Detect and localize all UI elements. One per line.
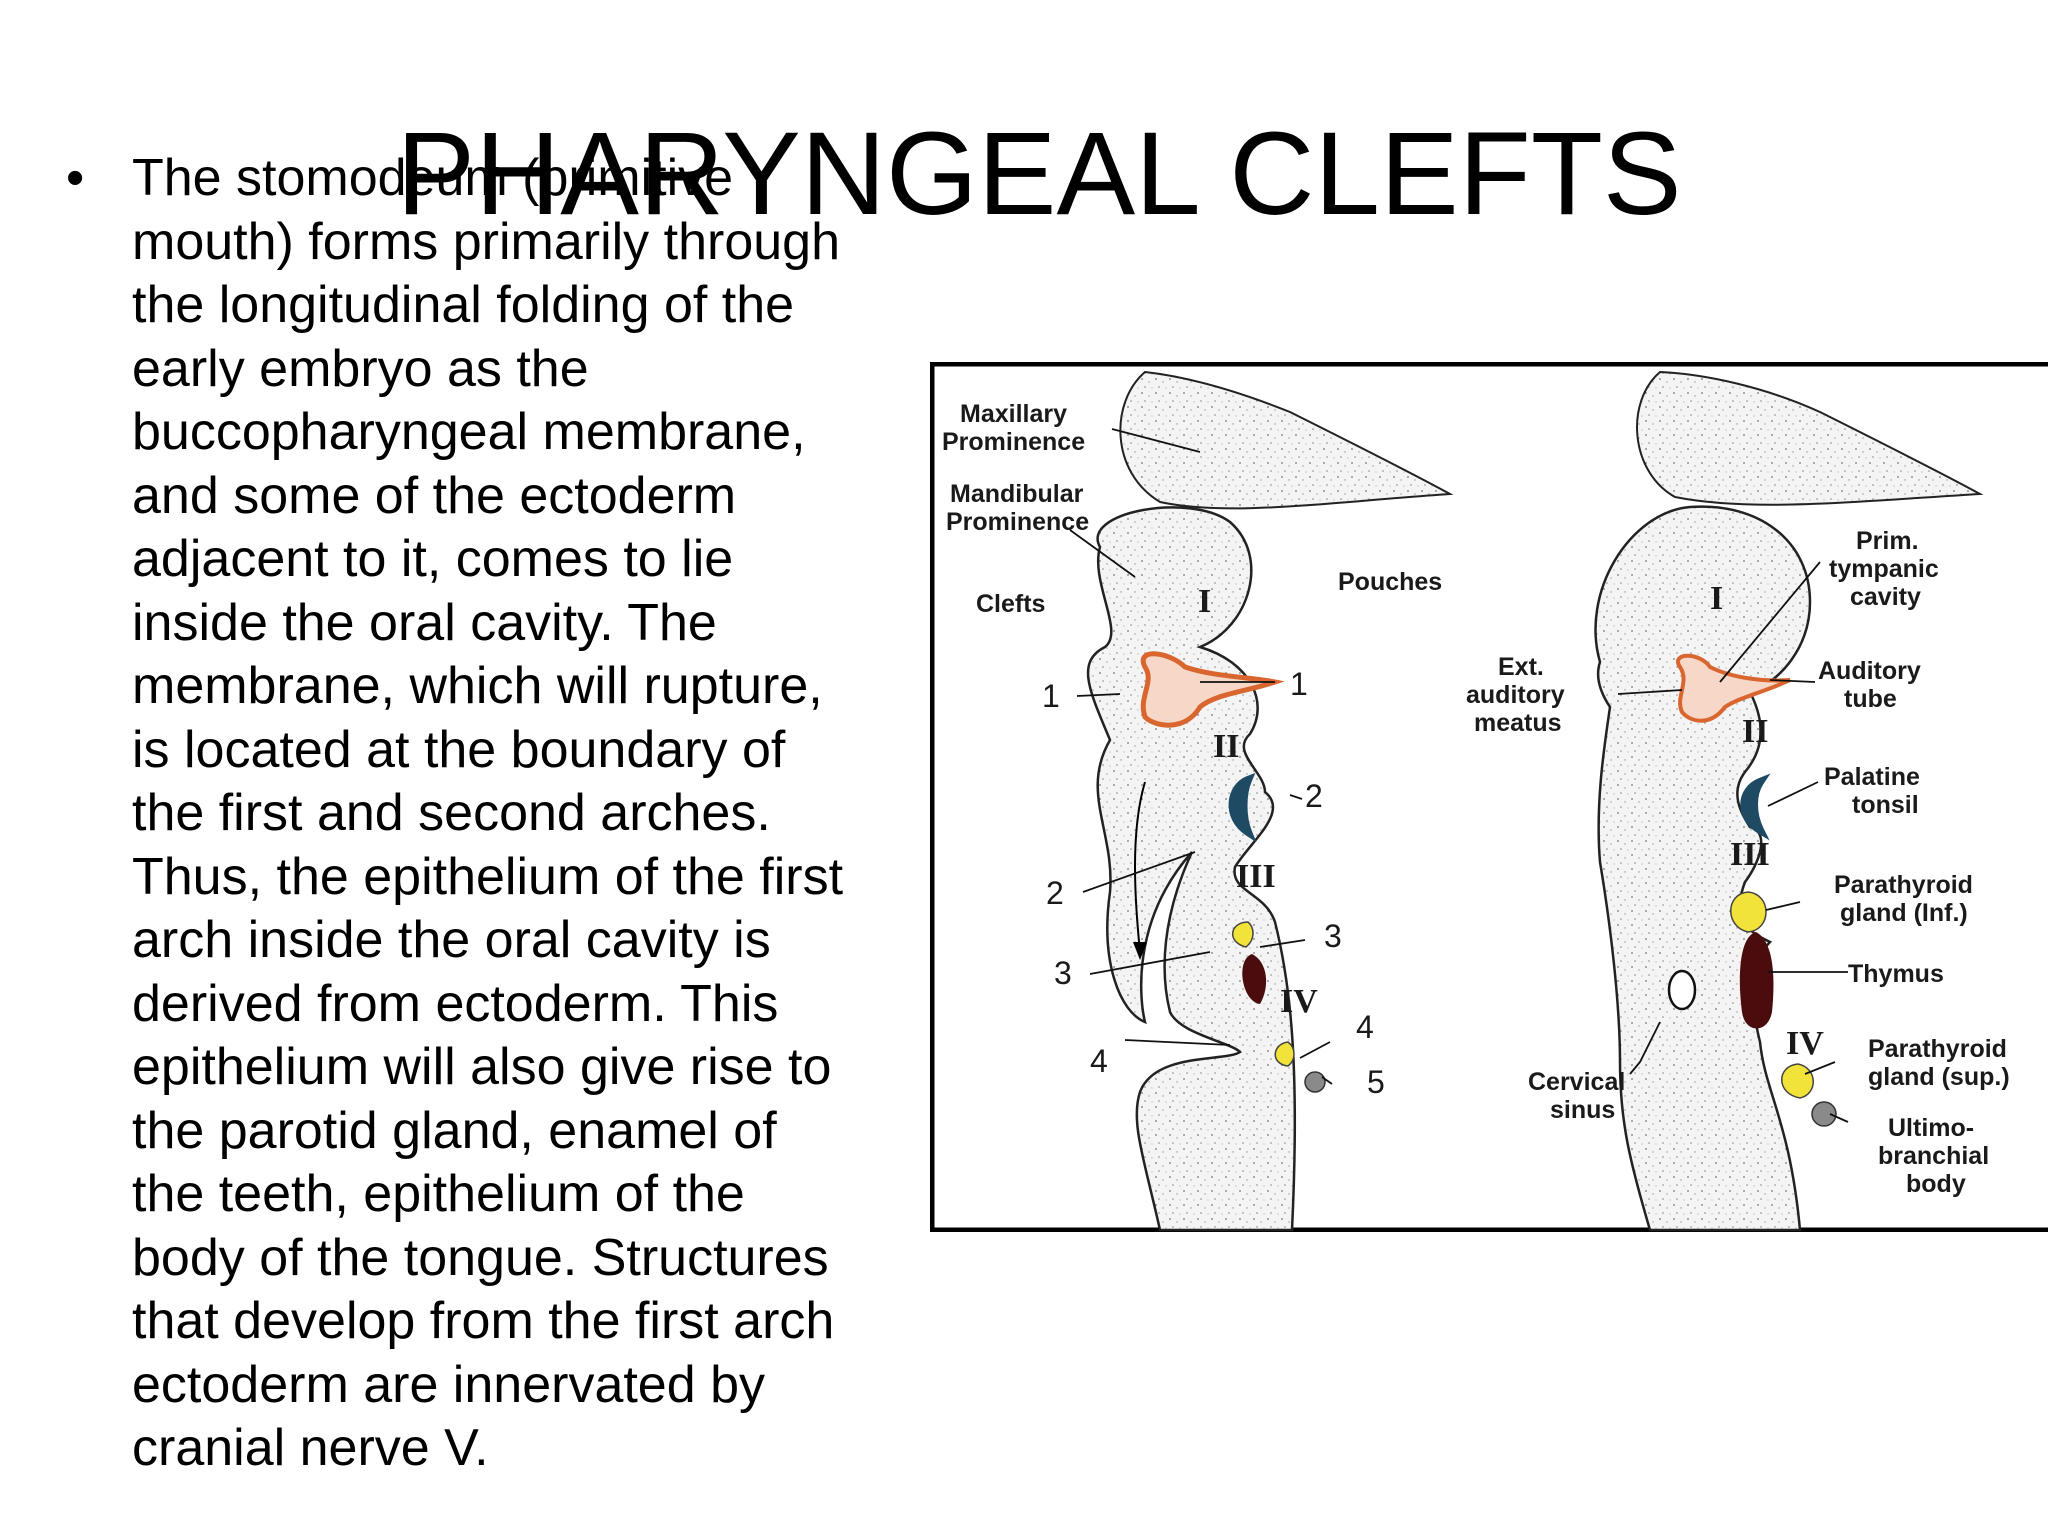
right-arch-III: III [1730,836,1770,873]
left-arch-I: I [1198,583,1211,620]
label-pouches: Pouches [1338,568,1442,596]
bullet-line: the longitudinal folding of the [132,276,795,334]
bullet-line: early embryo as the [132,339,589,398]
bullet-line: buccopharyngeal membrane, [132,403,806,461]
left-pouch-5: 5 [1367,1064,1385,1100]
label-mandibular-line2: Prominence [946,508,1089,536]
left-third-pouch-yellow [1232,921,1254,948]
left-third-pouch-thymus [1242,954,1267,1004]
label-parathyroid-inf-line1: Parathyroid [1834,871,1973,899]
label-prim-line1: Prim. [1856,527,1919,555]
left-fifth-pouch [1304,1071,1326,1093]
label-ultimo-line2: branchial [1878,1142,1989,1170]
left-arrow-head-icon [1133,942,1147,960]
bullet-line: inside the oral cavity. The [132,593,717,652]
left-cleft-1: 1 [1042,678,1060,714]
left-cleft-4: 4 [1090,1043,1108,1079]
bullet-line: the parotid gland, enamel of [132,1101,777,1160]
right-arch-II: II [1742,713,1768,750]
bullet-line: membrane, which will rupture, [132,657,823,715]
bullet-line: derived from ectoderm. This [132,974,779,1033]
bullet-line: epithelium will also give rise to [132,1038,832,1096]
right-embryo-panel: I II III IV Ext. auditory meatus Prim. t… [1466,370,2010,1232]
label-palatine-line2: tonsil [1852,791,1919,819]
label-maxillary-line1: Maxillary [960,400,1067,428]
left-pouch-3: 3 [1324,918,1342,954]
label-cervical-line2: sinus [1550,1096,1615,1124]
label-ext-line1: Ext. [1498,653,1544,681]
bullet-line: adjacent to it, comes to lie [132,530,734,588]
left-second-pouch [1228,772,1257,843]
right-maxillary-prominence [1636,370,1984,506]
left-pouch-2: 2 [1305,778,1323,814]
left-first-pouch-membrane [1140,651,1285,728]
bullet-marker-icon: • [66,149,85,207]
left-maxillary-prominence [1119,370,1454,510]
label-prim-line2: tympanic [1829,555,1939,583]
right-leader-lines [1617,561,1849,1123]
left-cleft-2: 2 [1046,875,1064,911]
left-embryo-panel: Maxillary Prominence Mandibular Prominen… [942,370,1454,1232]
label-prim-line3: cavity [1850,583,1921,611]
right-thymus [1739,932,1774,1029]
left-leader-lines [1069,428,1333,1085]
label-mandibular-line1: Mandibular [950,480,1084,508]
right-parathyroid-inferior [1730,891,1767,933]
right-arch-I: I [1710,580,1723,617]
label-clefts: Clefts [976,590,1045,618]
left-arch-III: III [1236,858,1276,895]
bullet-line: mouth) forms primarily through [132,212,840,271]
label-cervical-line1: Cervical [1528,1068,1625,1096]
bullet-line: arch inside the oral cavity is [132,911,771,969]
label-parathyroid-sup-line1: Parathyroid [1868,1035,2007,1063]
left-fourth-pouch-yellow [1274,1041,1295,1067]
right-ultimobranchial-body [1811,1101,1837,1127]
label-maxillary-line2: Prominence [942,428,1085,456]
left-cleft-3: 3 [1054,955,1072,991]
bullet-line: and some of the ectoderm [132,466,737,525]
left-arch-II: II [1213,728,1239,765]
bullet-line: the teeth, epithelium of the [132,1165,745,1223]
bullet-line: Thus, the epithelium of the first [132,847,844,906]
left-arch-IV: IV [1280,983,1318,1020]
bullet-line: cranial nerve V. [132,1419,489,1477]
label-ext-line2: auditory [1466,681,1565,709]
left-pouch-1: 1 [1290,666,1308,702]
label-palatine-line1: Palatine [1824,763,1920,791]
label-auditory-line1: Auditory [1818,657,1921,685]
right-arch-IV: IV [1786,1025,1824,1062]
right-palatine-tonsil [1740,773,1771,841]
bullet-line: The stomodeum (primitive [132,149,734,207]
right-first-pouch-membrane [1676,653,1791,723]
left-pouch-4: 4 [1356,1009,1374,1045]
label-ext-line3: meatus [1474,709,1562,737]
left-arrow-line [1134,781,1146,953]
label-parathyroid-inf-line2: gland (Inf.) [1840,899,1968,927]
bullet-line: that develop from the first arch [132,1292,835,1350]
label-ultimo-line1: Ultimo- [1888,1114,1974,1142]
pharyngeal-arches-diagram: Maxillary Prominence Mandibular Prominen… [930,362,2048,1232]
label-auditory-line2: tube [1844,685,1897,713]
bullet-line: body of the tongue. Structures [132,1228,829,1287]
right-cervical-sinus [1667,969,1697,1011]
bullet-line: is located at the boundary of [132,720,786,779]
label-parathyroid-sup-line2: gland (sup.) [1868,1063,2010,1091]
label-thymus: Thymus [1848,960,1944,988]
bullet-line: the first and second arches. [132,784,771,842]
label-ultimo-line3: body [1906,1170,1966,1198]
bullet-line: ectoderm are innervated by [132,1355,766,1414]
slide-title: PHARYNGEAL CLEFTS [396,108,1682,241]
